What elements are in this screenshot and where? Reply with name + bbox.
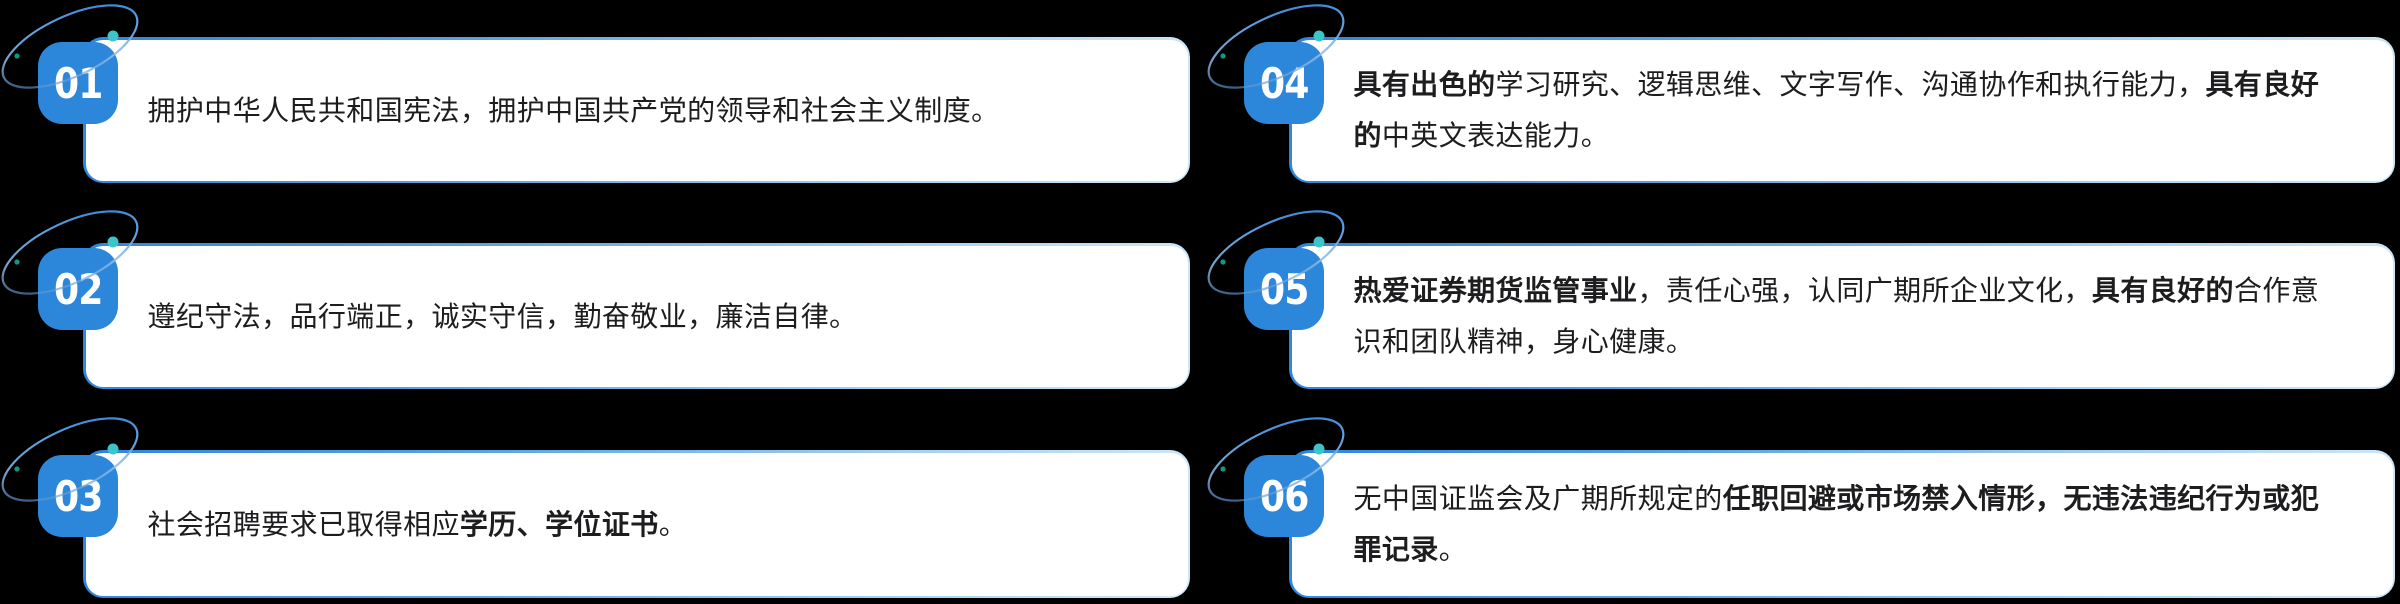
requirement-card: 无中国证监会及广期所规定的任职回避或市场禁入情形，无违法违纪行为或犯罪记录。 0… <box>1207 417 2395 598</box>
card-number-badge: 02 <box>38 248 118 330</box>
card-body: 遵纪守法，品行端正，诚实守信，勤奋敬业，廉洁自律。 <box>85 245 1188 387</box>
requirement-card: 社会招聘要求已取得相应学历、学位证书。 03 <box>1 417 1190 598</box>
orbit-dot-small-icon <box>1220 259 1226 265</box>
card-text: 无中国证监会及广期所规定的任职回避或市场禁入情形，无违法违纪行为或犯罪记录。 <box>1354 473 2347 575</box>
card-body: 拥护中华人民共和国宪法，拥护中国共产党的领导和社会主义制度。 <box>85 39 1188 181</box>
text-segment: 具有出色的 <box>1353 69 1496 100</box>
card-number-badge: 05 <box>1244 248 1324 330</box>
card-number: 04 <box>1259 58 1309 108</box>
card-number: 05 <box>1259 264 1309 314</box>
text-segment: 遵纪守法，品行端正，诚实守信，勤奋敬业，廉洁自律。 <box>147 300 858 332</box>
text-segment: 任职回避或市场禁入情形，无违法违纪行为或犯罪记录 <box>1353 483 2320 565</box>
card-frame: 拥护中华人民共和国宪法，拥护中国共产党的领导和社会主义制度。 <box>83 37 1190 183</box>
text-segment: ，责任心强，认同广期所企业文化， <box>1637 275 2092 306</box>
requirement-card: 热爱证券期货监管事业，责任心强，认同广期所企业文化，具有良好的合作意识和团队精神… <box>1207 210 2395 389</box>
card-number: 03 <box>53 471 103 521</box>
card-frame: 无中国证监会及广期所规定的任职回避或市场禁入情形，无违法违纪行为或犯罪记录。 <box>1289 450 2395 598</box>
text-segment: 无中国证监会及广期所规定的 <box>1353 483 1723 514</box>
card-text: 具有出色的学习研究、逻辑思维、文字写作、沟通协作和执行能力，具有良好的中英文表达… <box>1354 59 2347 161</box>
text-segment: 具有良好的 <box>2091 275 2234 306</box>
text-segment: 具有良好的 <box>1353 69 2320 151</box>
card-text: 社会招聘要求已取得相应学历、学位证书。 <box>148 499 688 550</box>
text-segment: 中英文表达能力。 <box>1381 120 1610 151</box>
card-number-badge: 03 <box>38 455 118 537</box>
text-segment: 热爱证券期货监管事业 <box>1353 275 1638 306</box>
card-number: 02 <box>53 264 103 314</box>
orbit-dot-small-icon <box>14 53 20 59</box>
orbit-dot-small-icon <box>14 466 20 472</box>
requirement-card: 拥护中华人民共和国宪法，拥护中国共产党的领导和社会主义制度。 01 <box>1 4 1190 183</box>
card-number-badge: 04 <box>1244 42 1324 124</box>
card-text: 拥护中华人民共和国宪法，拥护中国共产党的领导和社会主义制度。 <box>148 85 1000 136</box>
card-frame: 社会招聘要求已取得相应学历、学位证书。 <box>83 450 1190 598</box>
card-number: 06 <box>1259 471 1309 521</box>
card-number: 01 <box>53 58 103 108</box>
card-body: 无中国证监会及广期所规定的任职回避或市场禁入情形，无违法违纪行为或犯罪记录。 <box>1291 452 2393 596</box>
card-text: 遵纪守法，品行端正，诚实守信，勤奋敬业，廉洁自律。 <box>148 291 858 342</box>
card-body: 社会招聘要求已取得相应学历、学位证书。 <box>85 452 1188 596</box>
card-body: 热爱证券期货监管事业，责任心强，认同广期所企业文化，具有良好的合作意识和团队精神… <box>1291 245 2393 387</box>
card-number-badge: 06 <box>1244 455 1324 537</box>
card-frame: 遵纪守法，品行端正，诚实守信，勤奋敬业，廉洁自律。 <box>83 243 1190 389</box>
orbit-dot-small-icon <box>1220 466 1226 472</box>
text-segment: 学历、学位证书 <box>459 508 659 540</box>
text-segment: 社会招聘要求已取得相应 <box>147 508 460 540</box>
requirement-card: 具有出色的学习研究、逻辑思维、文字写作、沟通协作和执行能力，具有良好的中英文表达… <box>1207 4 2395 183</box>
text-segment: 。 <box>658 508 688 540</box>
requirement-card: 遵纪守法，品行端正，诚实守信，勤奋敬业，廉洁自律。 02 <box>1 210 1190 389</box>
text-segment: 合作意识和团队精神，身心健康。 <box>1353 275 2320 357</box>
card-body: 具有出色的学习研究、逻辑思维、文字写作、沟通协作和执行能力，具有良好的中英文表达… <box>1291 39 2393 181</box>
card-frame: 具有出色的学习研究、逻辑思维、文字写作、沟通协作和执行能力，具有良好的中英文表达… <box>1289 37 2395 183</box>
orbit-dot-small-icon <box>14 259 20 265</box>
text-segment: 。 <box>1438 534 1468 565</box>
card-text: 热爱证券期货监管事业，责任心强，认同广期所企业文化，具有良好的合作意识和团队精神… <box>1354 265 2347 367</box>
card-frame: 热爱证券期货监管事业，责任心强，认同广期所企业文化，具有良好的合作意识和团队精神… <box>1289 243 2395 389</box>
text-segment: 拥护中华人民共和国宪法，拥护中国共产党的领导和社会主义制度。 <box>147 94 1000 126</box>
card-number-badge: 01 <box>38 42 118 124</box>
text-segment: 学习研究、逻辑思维、文字写作、沟通协作和执行能力， <box>1495 69 2206 100</box>
orbit-dot-small-icon <box>1220 53 1226 59</box>
